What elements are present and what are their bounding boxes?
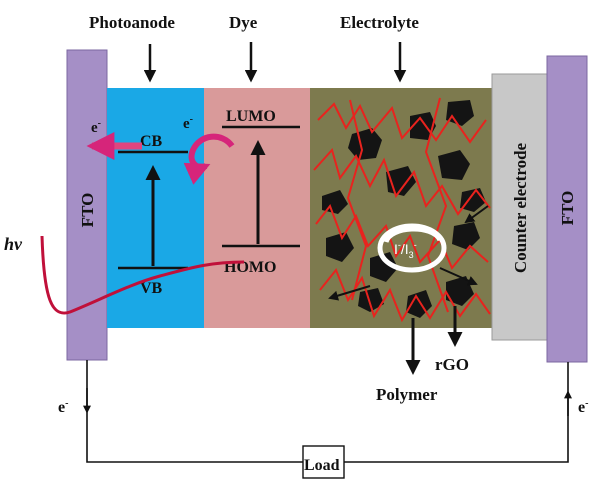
hv-label: hv: [4, 234, 23, 254]
polymer-chain: [315, 203, 489, 270]
load-box: [302, 445, 345, 479]
diffusion-arrow-right: [464, 205, 489, 224]
redox-cycle-arrow: [383, 226, 443, 244]
counter-electrode-label: Counter electrode: [511, 142, 530, 273]
rgo-flake: [410, 112, 436, 140]
rgo-flake: [446, 100, 474, 126]
polymer-chain: [346, 99, 368, 301]
fto-left-electrode: [66, 49, 108, 361]
photon-wave: [40, 235, 245, 315]
diffusion-arrow-lower: [439, 267, 478, 286]
polymer-chain: [317, 102, 487, 144]
electron-injection-arrow: [183, 133, 235, 185]
rgo-flake: [370, 252, 398, 282]
polymer-chains: [313, 97, 491, 323]
circuit-electron-left: e-: [58, 398, 68, 416]
fto-left-label: FTO: [78, 193, 97, 228]
rgo-flake: [452, 222, 480, 250]
electron-left-label: e-: [91, 118, 101, 136]
photoanode-title: Photoanode: [89, 13, 175, 32]
electrolyte-title: Electrolyte: [340, 13, 419, 32]
fto-right-electrode: [546, 55, 588, 363]
electron-dye-label: e-: [183, 114, 193, 132]
circuit-electron-right: e-: [578, 398, 588, 416]
cb-label: CB: [140, 133, 163, 150]
rgo-flake: [438, 150, 470, 180]
rgo-flake: [348, 128, 382, 160]
rgo-label: rGO: [435, 355, 469, 374]
polymer-chain: [319, 268, 491, 323]
redox-couple-label: I-/I3-: [394, 240, 417, 260]
rgo-flake: [358, 288, 384, 312]
diffusion-arrow-left: [328, 285, 371, 301]
polymer-chain: [424, 97, 449, 313]
counter-electrode: [491, 73, 548, 341]
polymer-chain: [313, 147, 491, 216]
fto-right-label: FTO: [558, 191, 577, 226]
redox-circle: [377, 223, 447, 273]
rgo-flake: [326, 232, 354, 262]
load-label: Load: [304, 457, 340, 474]
lumo-label: LUMO: [226, 108, 276, 125]
polymer-label: Polymer: [376, 385, 438, 404]
dye-title: Dye: [229, 13, 258, 32]
vb-label: VB: [140, 280, 163, 297]
